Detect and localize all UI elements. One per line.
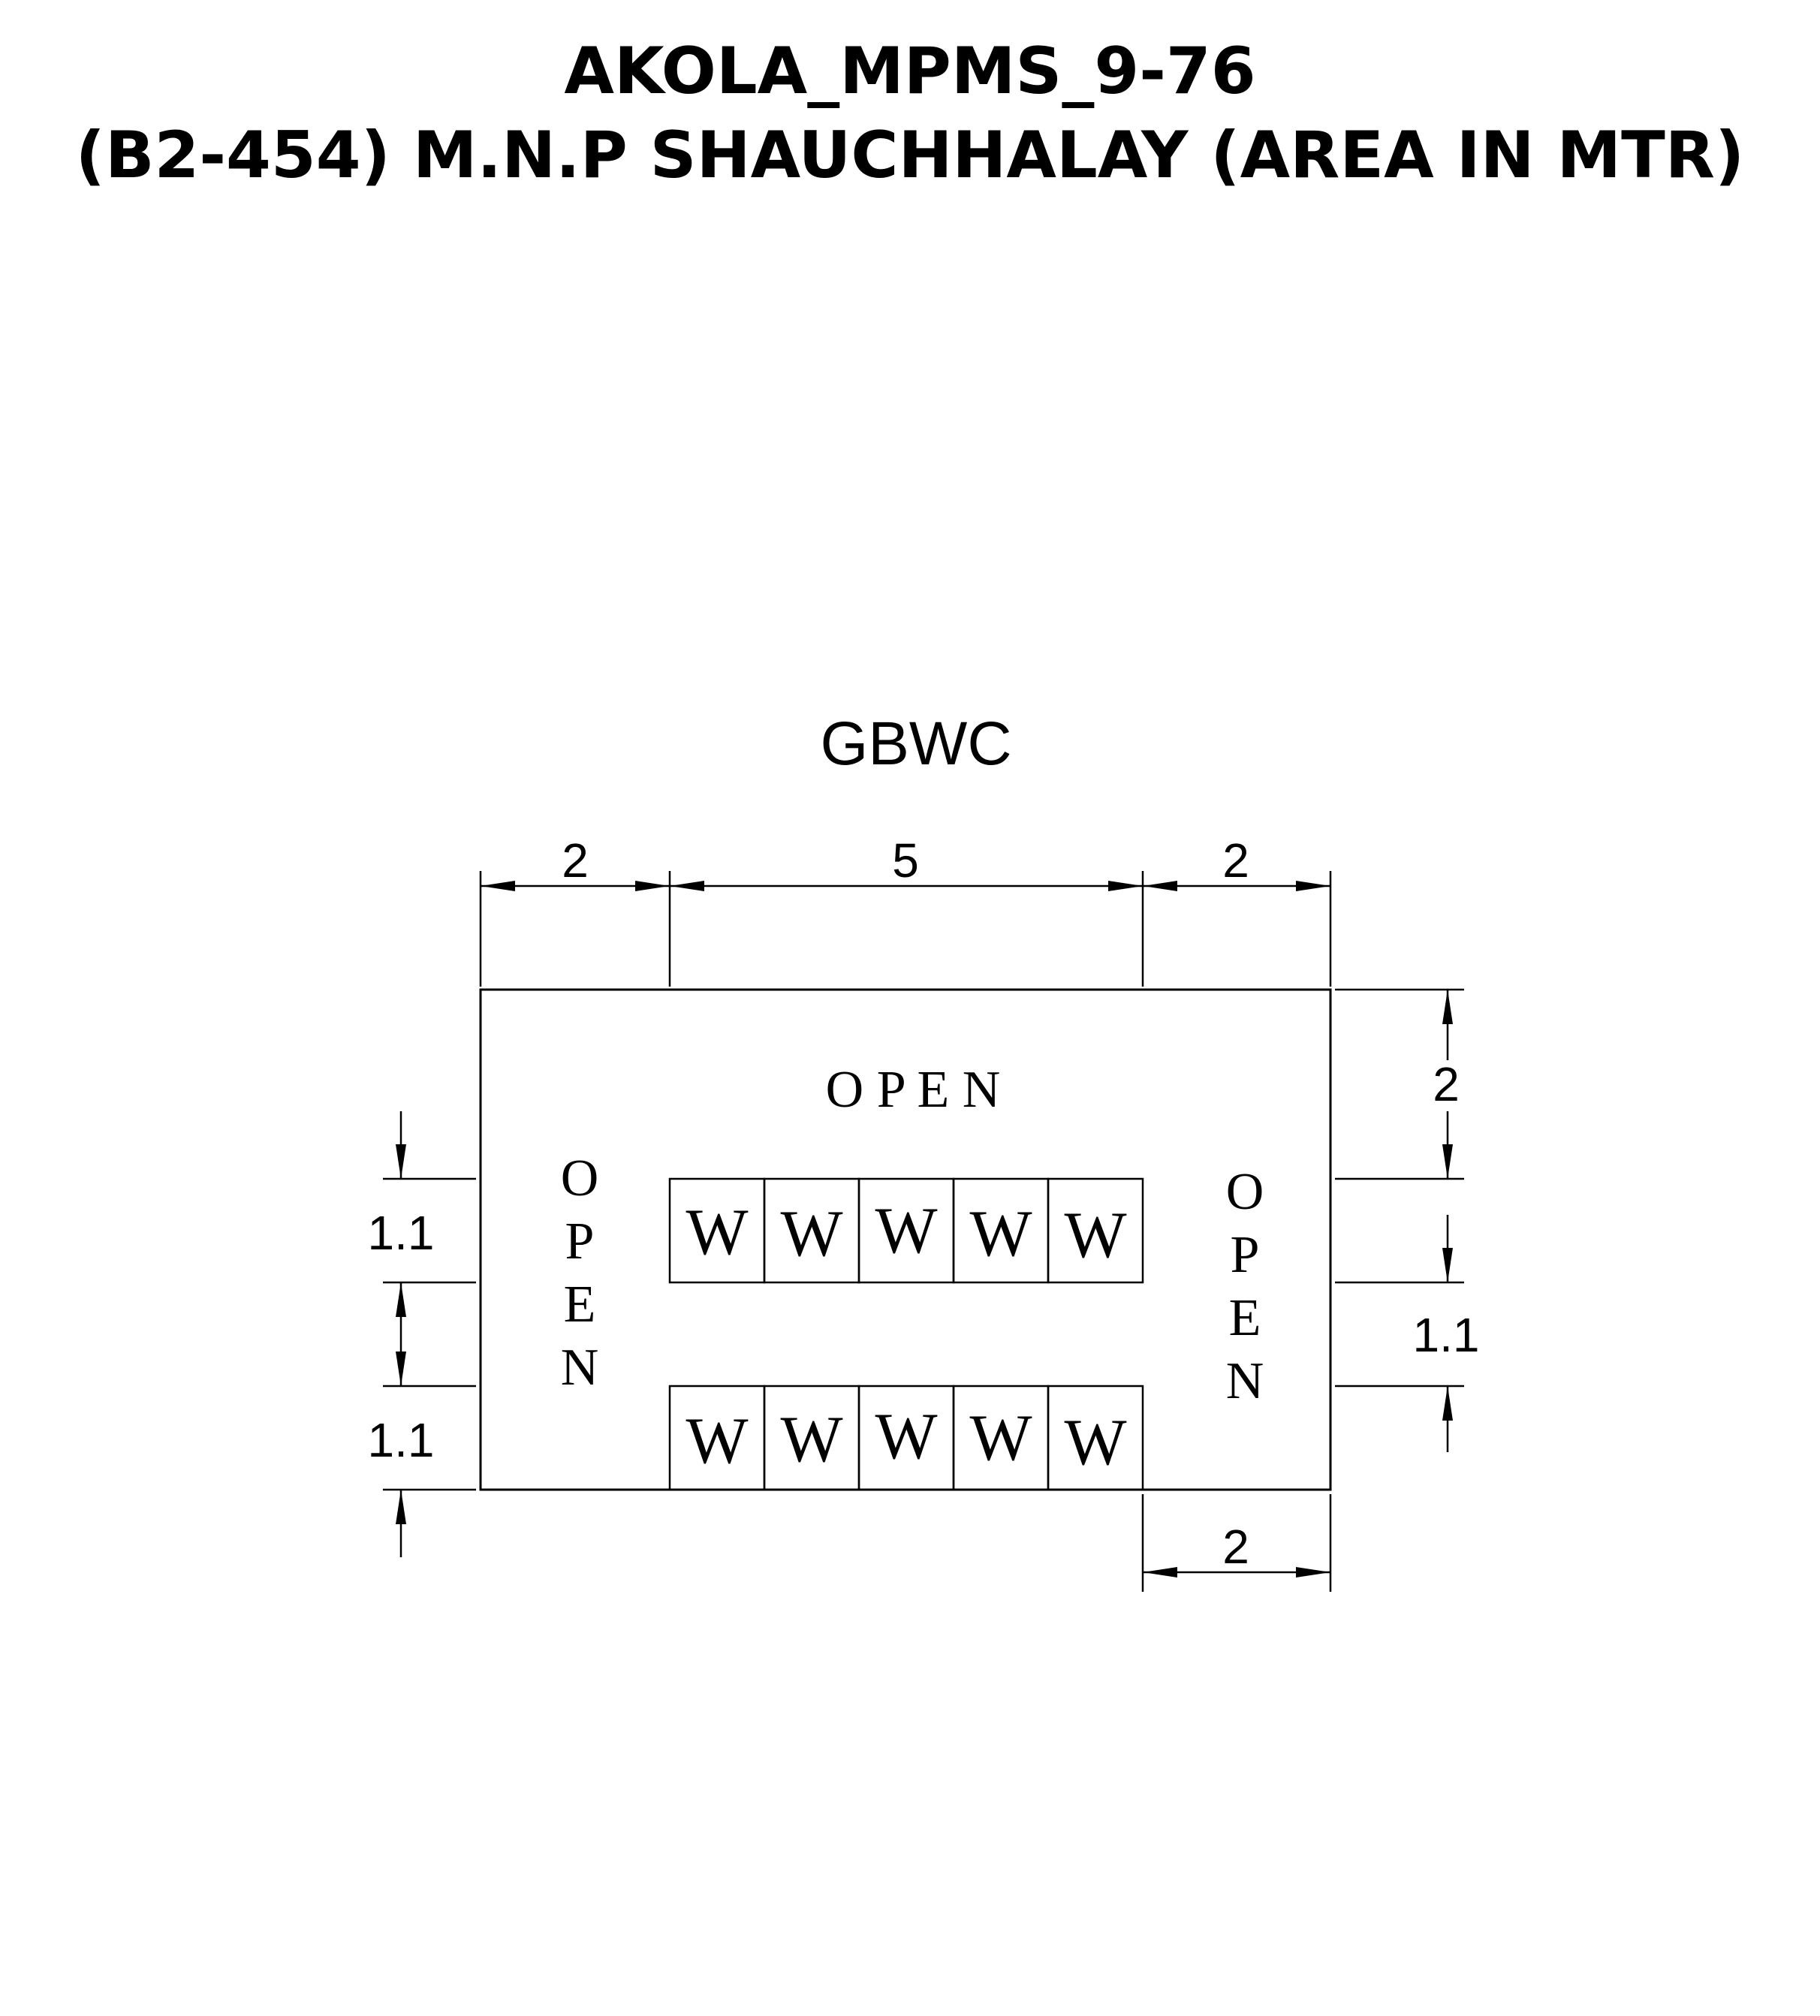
wc-cell [1047, 1177, 1144, 1284]
dimension-top-right: 2 [1222, 833, 1249, 887]
open-letter: O [1226, 1163, 1264, 1221]
open-label-right: O P E N [1226, 1163, 1264, 1410]
wc-label: W [875, 1400, 937, 1473]
dimension-right-upper: 2 [1433, 1057, 1460, 1111]
wc-label: W [969, 1198, 1032, 1270]
open-letter: P [565, 1213, 595, 1270]
dimension-top-left: 2 [562, 833, 589, 887]
open-letter: E [1229, 1289, 1261, 1347]
open-letter: N [1226, 1352, 1264, 1410]
open-label-left: O P E N [561, 1150, 599, 1397]
wc-label: W [969, 1402, 1032, 1475]
wc-label: W [1064, 1406, 1126, 1479]
dimension-left-lower: 1.1 [368, 1413, 435, 1467]
wc-label: W [780, 1403, 842, 1476]
wc-label: W [686, 1405, 748, 1478]
dimension-bottom-right-label: 2 [1222, 1520, 1249, 1574]
wc-cell [1047, 1385, 1144, 1491]
dimension-left-upper: 1.1 [368, 1206, 435, 1260]
dimension-right-lower: 1.1 [1413, 1308, 1480, 1362]
wc-row-top: W W W W W [668, 1177, 1144, 1284]
dimension-right-chain [1335, 988, 1464, 1452]
title-line-2: (B2-454) M.N.P SHAUCHHALAY (AREA IN MTR) [76, 118, 1745, 193]
open-letter: P [1231, 1226, 1260, 1284]
dimension-left-chain [383, 1111, 476, 1557]
open-letter: E [564, 1276, 596, 1333]
title-line-1: AKOLA_MPMS_9-76 [564, 34, 1255, 109]
wc-label: W [1064, 1199, 1126, 1272]
wc-label: W [875, 1195, 937, 1267]
wc-label: W [780, 1198, 842, 1270]
wc-label: W [686, 1196, 748, 1269]
wc-row-bottom: W W W W W [668, 1385, 1144, 1491]
dimension-top-middle: 5 [892, 833, 919, 887]
open-label-top: O P E N [826, 1061, 1001, 1119]
dimension-top-chain [479, 871, 1332, 987]
plan-name: GBWC [820, 710, 1011, 778]
open-letter: N [561, 1339, 599, 1397]
dimension-bottom-right [1141, 1494, 1332, 1592]
open-letter: O [561, 1150, 599, 1207]
